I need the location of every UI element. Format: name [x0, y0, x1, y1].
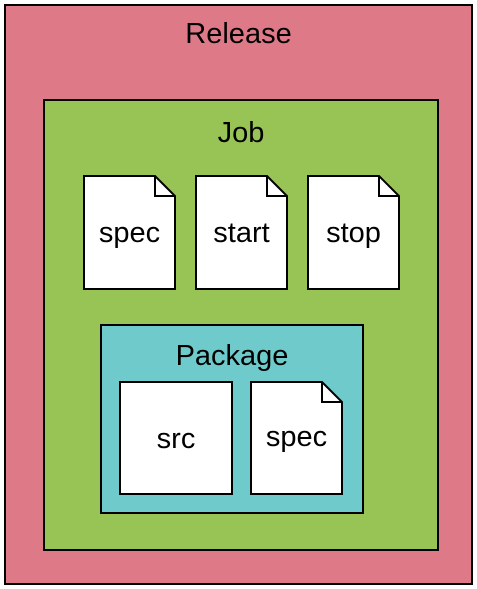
- job-title: Job: [217, 117, 265, 149]
- job-spec-label: spec: [98, 217, 161, 249]
- release-box: Release Job spec start stop: [4, 4, 473, 585]
- package-src-box: src: [119, 381, 233, 495]
- document-icon: [83, 175, 176, 290]
- job-box: Job spec start stop Packag: [43, 99, 439, 551]
- job-start-label: start: [213, 217, 270, 249]
- job-start-file: start: [195, 175, 288, 290]
- package-spec-file: spec: [250, 381, 343, 495]
- package-src-label: src: [156, 423, 196, 455]
- job-stop-label: stop: [326, 217, 381, 249]
- document-icon: [195, 175, 288, 290]
- document-icon: [307, 175, 400, 290]
- document-icon: [250, 381, 343, 495]
- package-spec-label: spec: [265, 421, 328, 453]
- package-title: Package: [175, 340, 289, 372]
- package-box: Package src spec: [100, 324, 364, 514]
- job-spec-file: spec: [83, 175, 176, 290]
- release-title: Release: [185, 18, 292, 50]
- job-stop-file: stop: [307, 175, 400, 290]
